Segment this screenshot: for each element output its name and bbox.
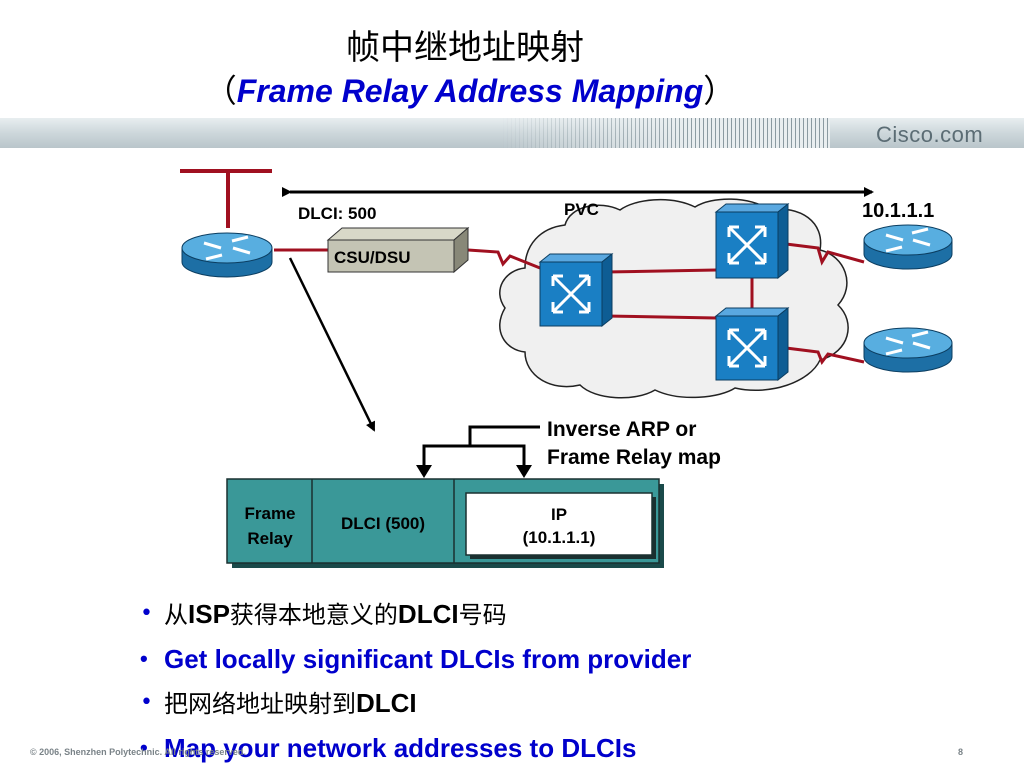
bullet-1-mid: 获得本地意义的: [230, 601, 398, 629]
bullet-item-2: Get locally significant DLCIs from provi…: [140, 641, 691, 686]
lan-stub: [180, 171, 272, 228]
table-cell-dlci: DLCI (500): [313, 514, 453, 534]
table-cell-ip-line-2: (10.1.1.1): [466, 526, 652, 549]
fr-switch-3-icon: [716, 308, 788, 380]
local-router-icon: [182, 233, 272, 277]
csu-dsu-label: CSU/DSU: [334, 248, 411, 268]
mapping-note-line-1: Inverse ARP or: [547, 416, 721, 444]
fr-switch-1-icon: [540, 254, 612, 326]
bullet-1-bold-2: DLCI: [398, 599, 459, 629]
bullet-1-pre: 从: [164, 601, 188, 629]
bullet-3-bold: DLCI: [356, 688, 417, 718]
dlci-label: DLCI: 500: [298, 204, 376, 224]
table-cell-frame-relay-line-2: Relay: [229, 526, 311, 551]
bullet-1-bold: ISP: [188, 599, 230, 629]
table-cell-frame-relay-line-1: Frame: [229, 501, 311, 526]
copyright-footer: © 2006, Shenzhen Polytechnic. All rights…: [30, 747, 246, 757]
bracket-arrowhead-left: [416, 465, 432, 478]
table-cell-ip: IP (10.1.1.1): [466, 503, 652, 549]
remote-router-1-icon: [864, 225, 952, 269]
bullet-item-3: 把网络地址映射到DLCI: [140, 685, 691, 730]
bracket-arrowhead-right: [516, 465, 532, 478]
pvc-label: PVC: [564, 200, 599, 220]
mapping-note-line-2: Frame Relay map: [547, 444, 721, 472]
remote-router-2-icon: [864, 328, 952, 372]
table-cell-frame-relay: Frame Relay: [229, 501, 311, 551]
fr-switch-2-icon: [716, 204, 788, 278]
page-number: 8: [958, 747, 963, 757]
bullet-3-pre: 把网络地址映射到: [164, 690, 356, 718]
mapping-bracket: [424, 427, 540, 470]
mapping-method-note: Inverse ARP or Frame Relay map: [547, 416, 721, 472]
table-cell-ip-line-1: IP: [466, 503, 652, 526]
bullet-1-post: 号码: [459, 601, 507, 629]
bullet-item-1: 从ISP获得本地意义的DLCI号码: [140, 596, 691, 641]
remote-ip-label: 10.1.1.1: [862, 200, 934, 223]
router-to-table-arrow: [290, 258, 374, 430]
